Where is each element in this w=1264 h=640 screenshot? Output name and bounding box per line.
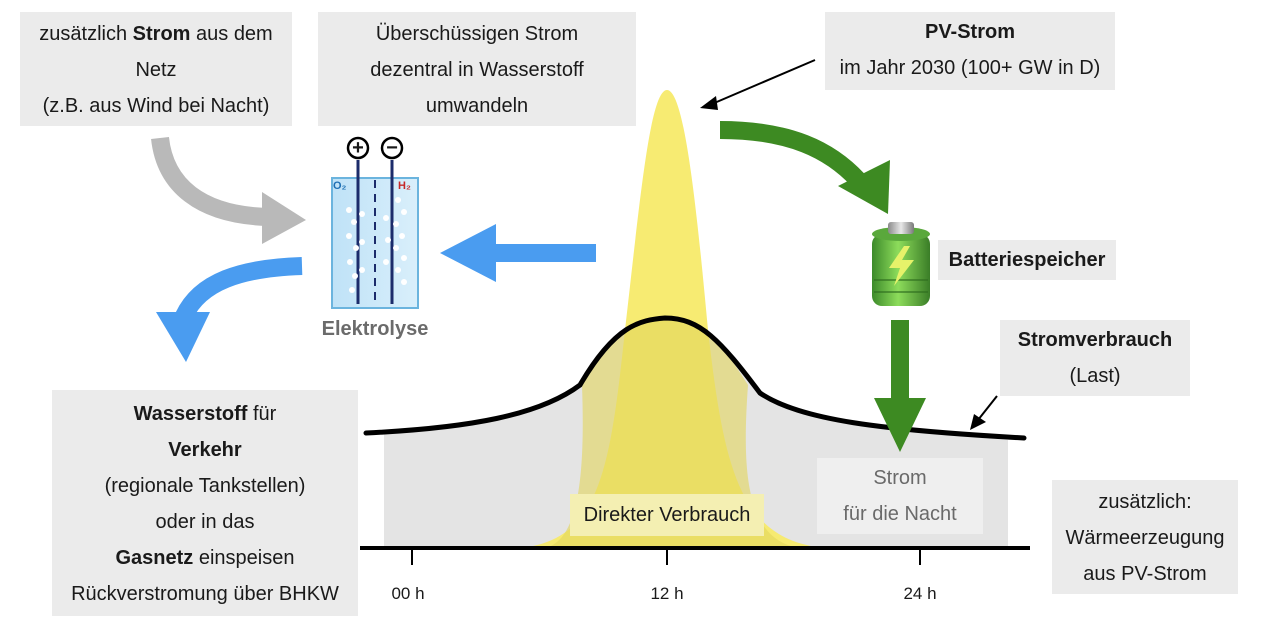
battery-icon bbox=[872, 222, 930, 306]
extra-power-bold: Strom bbox=[132, 23, 191, 45]
night-line1: Strom bbox=[873, 467, 927, 489]
extra-power-line2: Netz bbox=[135, 59, 177, 81]
extra-power-pre: zusätzlich bbox=[39, 23, 133, 45]
extra-grid-power-box: zusätzlich Strom aus dem Netz (z.B. aus … bbox=[20, 12, 292, 126]
hydrogen-l6: Rückverstromung über BHKW bbox=[71, 583, 339, 605]
tick-label-24h: 24 h bbox=[903, 584, 937, 603]
surplus-line1: Überschüssigen Strom bbox=[375, 23, 579, 45]
load-curve bbox=[363, 315, 1027, 441]
surplus-line3: umwandeln bbox=[425, 95, 529, 117]
pv-to-battery-arrow bbox=[719, 121, 865, 187]
tick-label-00h: 00 h bbox=[391, 584, 425, 603]
hydrogen-l2-bold: Verkehr bbox=[168, 439, 242, 461]
pv-to-electrolysis-arrow-shaft bbox=[488, 244, 596, 262]
electrolysis-cell-icon bbox=[331, 136, 419, 309]
battery-label: Batteriespeicher bbox=[948, 249, 1106, 271]
hydrogen-l3: (regionale Tankstellen) bbox=[104, 475, 306, 497]
extra-power-post: aus dem bbox=[190, 23, 273, 45]
power-consumption-box: Stromverbrauch (Last) bbox=[1000, 320, 1190, 396]
consumption-line2: (Last) bbox=[1069, 365, 1121, 387]
pv-pointer-arrowhead bbox=[700, 96, 718, 110]
night-arrowhead bbox=[874, 398, 926, 452]
load-pointer-arrowhead bbox=[970, 414, 986, 430]
electrolysis-to-hydrogen-arrow bbox=[175, 257, 303, 321]
pv-title: PV-Strom bbox=[924, 21, 1016, 43]
surplus-line2: dezentral in Wasserstoff bbox=[370, 59, 584, 81]
battery-storage-box: Batteriespeicher bbox=[938, 240, 1116, 280]
oxygen-label: O₂ bbox=[333, 180, 347, 192]
battery-arrowhead bbox=[838, 160, 890, 214]
direct-consumption-box: Direkter Verbrauch bbox=[570, 494, 764, 536]
hydrogen-l5-post: einspeisen bbox=[193, 547, 295, 569]
heat-line1: zusätzlich: bbox=[1098, 491, 1192, 513]
direct-consumption-area bbox=[545, 318, 800, 548]
hydrogen-l4: oder in das bbox=[155, 511, 255, 533]
hydrogen-l5-bold: Gasnetz bbox=[115, 547, 194, 569]
pv-to-electrolysis-arrowhead bbox=[440, 224, 496, 282]
extra-power-line3: (z.B. aus Wind bei Nacht) bbox=[42, 95, 270, 117]
cathode-minus-sign: − bbox=[386, 137, 398, 159]
anode-plus-sign: + bbox=[352, 137, 364, 159]
heat-generation-box: zusätzlich: Wärmeerzeugung aus PV-Strom bbox=[1052, 480, 1238, 594]
hydrogen-l1-post: für bbox=[247, 403, 277, 425]
load-pointer-line bbox=[977, 395, 998, 421]
hydrogen-uses-box: Wasserstoff für Verkehr (regionale Tanks… bbox=[52, 390, 358, 616]
night-line2: für die Nacht bbox=[843, 503, 957, 525]
heat-line3: aus PV-Strom bbox=[1083, 563, 1207, 585]
tick-label-12h: 12 h bbox=[650, 584, 684, 603]
pv-power-box: PV-Strom im Jahr 2030 (100+ GW in D) bbox=[825, 12, 1115, 90]
hydrogen-label: H₂ bbox=[398, 180, 411, 192]
heat-line2: Wärmeerzeugung bbox=[1065, 527, 1225, 549]
pv-pointer-line bbox=[711, 59, 816, 105]
consumption-title: Stromverbrauch bbox=[1017, 329, 1173, 351]
hydrogen-arrowhead bbox=[156, 312, 210, 362]
battery-to-night-arrow-shaft bbox=[891, 320, 909, 402]
hydrogen-l1-bold: Wasserstoff bbox=[133, 403, 248, 425]
surplus-power-box: Überschüssigen Strom dezentral in Wasser… bbox=[318, 12, 636, 126]
grid-to-electrolysis-arrow bbox=[151, 136, 269, 226]
pv-line2: im Jahr 2030 (100+ GW in D) bbox=[839, 57, 1101, 79]
electrolysis-label: Elektrolyse bbox=[321, 318, 429, 340]
night-power-box: Strom für die Nacht bbox=[817, 458, 983, 534]
grid-arrowhead bbox=[262, 192, 306, 244]
